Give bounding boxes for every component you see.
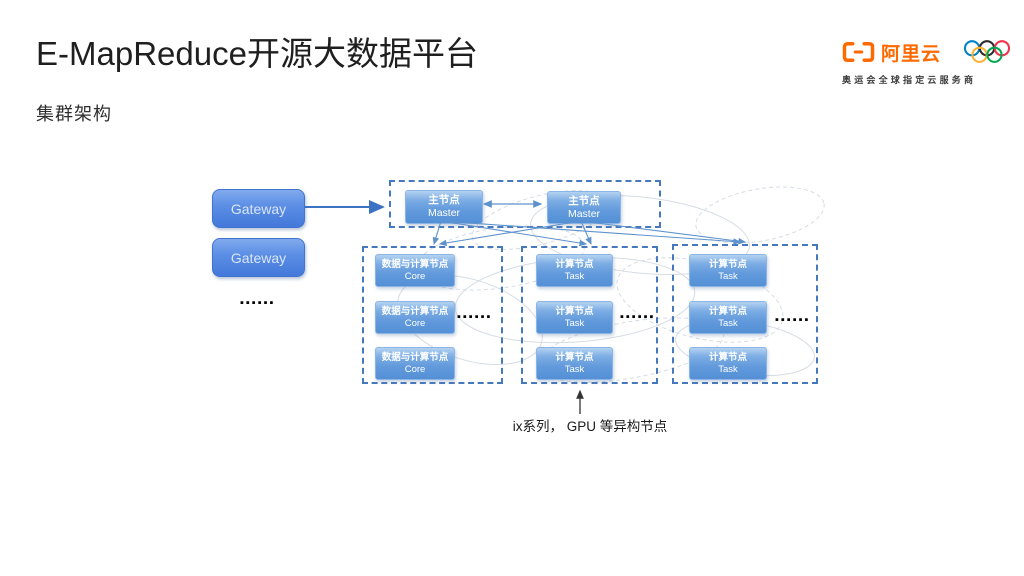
gateway-node-2: Gateway (212, 238, 305, 277)
core-group-ellipsis: ▪▪▪▪▪▪ (457, 311, 493, 323)
gateway-ellipsis: ▪▪▪▪▪▪ (240, 297, 276, 309)
node-name: 计算节点 (555, 306, 594, 318)
logo-tagline: 奥运会全球指定云服务商 (842, 75, 977, 85)
brand-name: 阿里云 (881, 43, 942, 65)
node-name: 数据与计算节点 (381, 259, 449, 271)
node-name: 计算节点 (555, 352, 594, 364)
task-group-1-ellipsis: ▪▪▪▪▪▪ (620, 311, 656, 323)
gateway-label: Gateway (230, 200, 287, 217)
page-title: E-MapReduce开源大数据平台 (36, 35, 478, 72)
task-group-box-1: 计算节点 Task 计算节点 Task 计算节点 Task ▪▪▪▪▪▪ (521, 246, 658, 384)
task-node-3: 计算节点 Task (536, 347, 613, 380)
olympic-rings-icon (961, 38, 1013, 66)
node-role: Task (718, 317, 738, 329)
task-group-box-2: 计算节点 Task 计算节点 Task 计算节点 Task ▪▪▪▪▪▪ (672, 244, 818, 384)
task-node-5: 计算节点 Task (689, 301, 767, 334)
node-name: 数据与计算节点 (381, 352, 449, 364)
core-group-box: 数据与计算节点 Core 数据与计算节点 Core 数据与计算节点 Core ▪… (362, 246, 503, 384)
master-node-2: 主节点 Master (547, 191, 621, 224)
node-name: 计算节点 (555, 259, 594, 271)
task-node-4: 计算节点 Task (689, 254, 767, 287)
gateway-node-1: Gateway (212, 189, 305, 228)
node-role: Task (718, 270, 738, 282)
task-node-6: 计算节点 Task (689, 347, 767, 380)
node-role: Master (427, 207, 461, 219)
logo-row: 阿里云 (842, 38, 1011, 66)
task-node-2: 计算节点 Task (536, 301, 613, 334)
node-name: 计算节点 (708, 306, 747, 318)
alibaba-cloud-bracket-icon (842, 41, 875, 63)
master-node-1: 主节点 Master (405, 190, 483, 224)
page-subtitle: 集群架构 (36, 104, 112, 124)
node-role: Task (564, 363, 585, 375)
node-role: Core (404, 317, 426, 329)
node-role: Core (404, 363, 426, 375)
core-node-2: 数据与计算节点 Core (375, 301, 455, 334)
alibaba-cloud-logo: 阿里云 奥运会全球指定云服务商 (842, 38, 1011, 86)
task-node-1: 计算节点 Task (536, 254, 613, 287)
task-group-2-ellipsis: ▪▪▪▪▪▪ (775, 314, 811, 326)
heterogeneous-nodes-annotation: ix系列， GPU 等异构节点 (512, 419, 668, 434)
node-name: 主节点 (428, 194, 460, 207)
node-role: Master (567, 207, 601, 220)
node-name: 主节点 (568, 194, 600, 207)
gateway-label: Gateway (230, 249, 287, 266)
node-name: 计算节点 (708, 352, 747, 364)
node-role: Task (718, 363, 738, 375)
core-node-3: 数据与计算节点 Core (375, 347, 455, 380)
node-name: 计算节点 (708, 259, 747, 271)
node-role: Task (564, 317, 585, 329)
node-role: Task (564, 270, 585, 282)
core-node-1: 数据与计算节点 Core (375, 254, 455, 287)
master-group-box: 主节点 Master 主节点 Master (389, 180, 661, 228)
node-name: 数据与计算节点 (381, 306, 449, 318)
node-role: Core (404, 270, 426, 282)
